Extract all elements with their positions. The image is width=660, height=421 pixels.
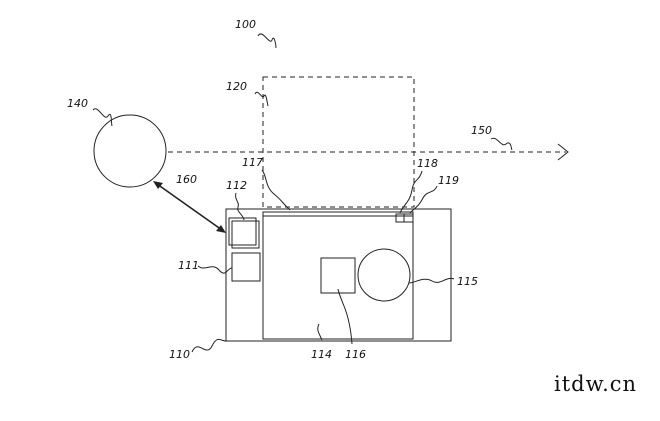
arrowhead-150 [557,143,569,161]
label-160: 160 [176,173,197,186]
leader-112 [235,192,245,221]
label-115: 115 [457,275,478,288]
label-114: 114 [311,348,332,361]
device-housing-110 [225,208,452,342]
leader-114 [317,323,323,341]
projection-region-120 [262,76,415,208]
component-112-back [231,220,260,249]
leader-117 [261,169,291,211]
component-115 [357,248,411,302]
leader-116 [337,288,353,345]
label-117: 117 [242,156,263,169]
link-arrow-160 [156,183,223,231]
leader-118 [399,170,423,214]
sensor-119 [403,213,414,223]
leader-140 [92,108,113,127]
label-150: 150 [471,124,492,137]
leader-100 [257,33,277,49]
label-111: 111 [178,259,199,272]
leader-111 [197,265,233,274]
label-140: 140 [67,97,88,110]
label-100: 100 [235,18,256,31]
sensor-118 [395,213,405,223]
arrowhead-160-b [216,225,226,233]
label-119: 119 [438,174,459,187]
label-118: 118 [417,157,438,170]
leader-119 [409,185,438,214]
watermark: itdw.cn [554,372,637,396]
label-112: 112 [226,179,247,192]
leader-150 [490,137,513,151]
component-116 [320,257,356,294]
arrowhead-160-a [153,181,163,189]
leader-120 [254,91,269,107]
label-110: 110 [169,348,190,361]
object-circle-140 [93,114,167,188]
leader-110 [191,338,228,353]
leader-115 [408,277,455,284]
label-116: 116 [345,348,366,361]
label-120: 120 [226,80,247,93]
screen-114 [262,211,414,340]
component-111 [231,252,261,282]
component-112-front [228,217,257,246]
